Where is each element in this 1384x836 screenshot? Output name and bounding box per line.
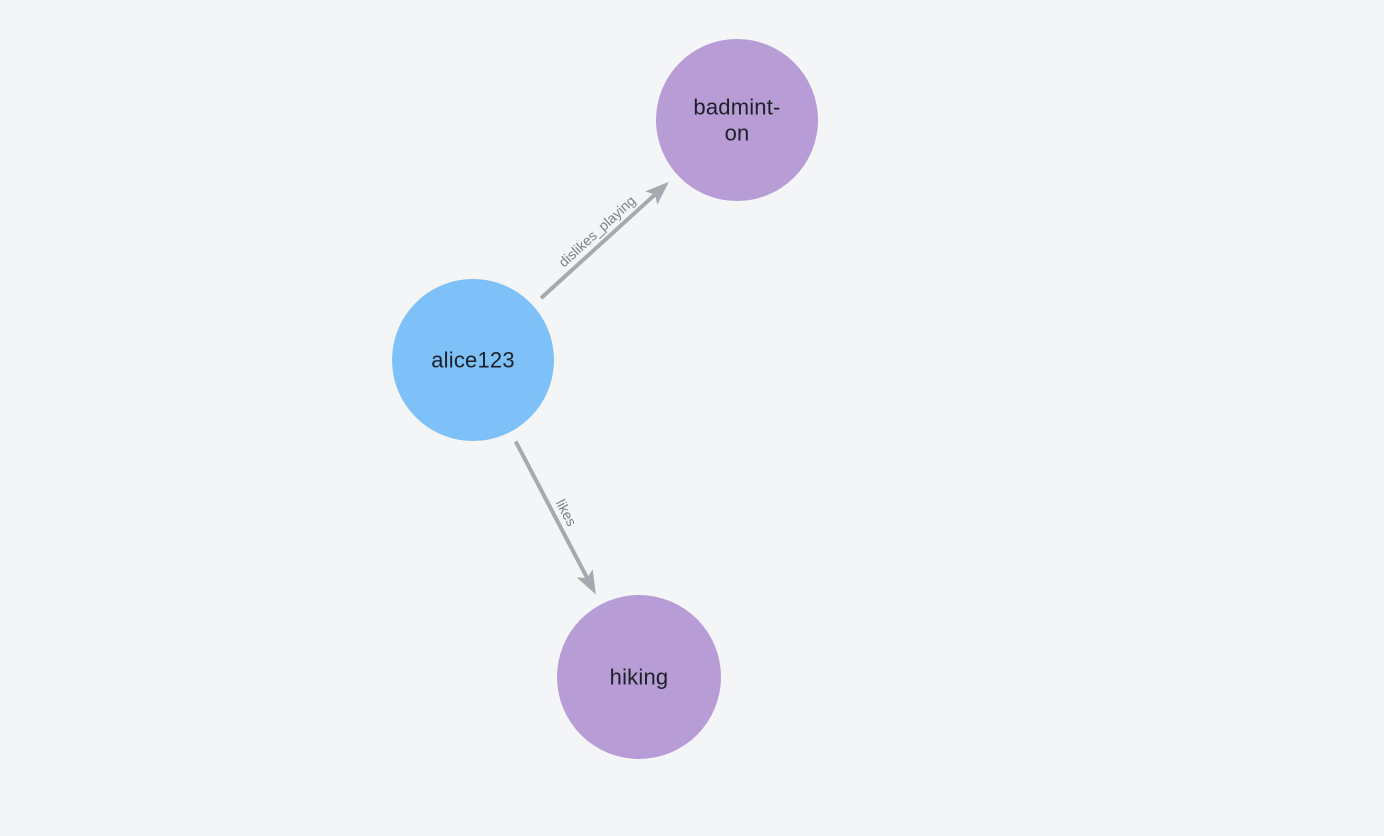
arrowhead-icon xyxy=(576,569,596,595)
graph-node-alice123[interactable]: alice123 xyxy=(392,279,554,441)
node-circle xyxy=(656,39,818,201)
arrowhead-icon xyxy=(645,181,669,205)
edge-line xyxy=(513,440,590,581)
graph-node-hiking[interactable]: hiking xyxy=(557,595,721,759)
node-circle xyxy=(392,279,554,441)
node-caption: alice123 xyxy=(431,348,515,373)
graph-node-badminton[interactable]: badmint-on xyxy=(656,39,818,201)
node-caption: badmint-on xyxy=(693,95,780,146)
node-caption: hiking xyxy=(610,665,669,690)
edge-line xyxy=(539,191,658,300)
node-circle xyxy=(557,595,721,759)
